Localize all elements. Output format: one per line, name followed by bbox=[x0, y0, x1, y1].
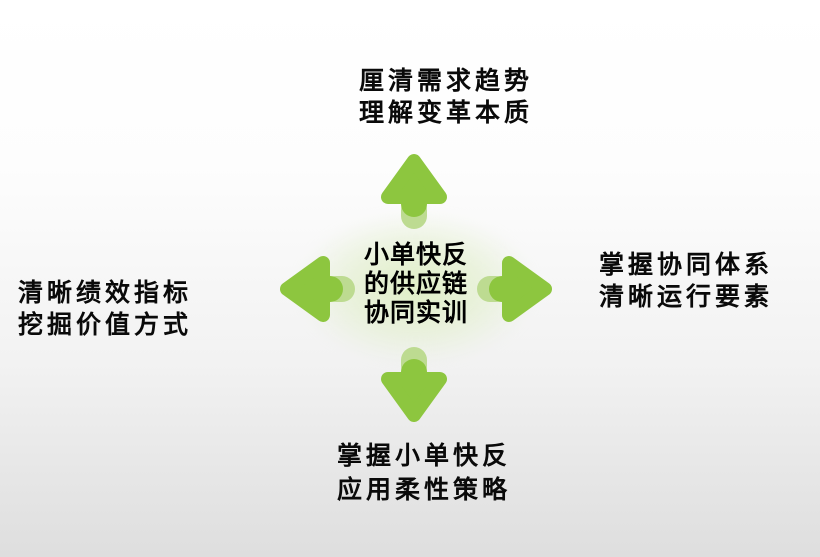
center-title: 小单快反 的供应链 协同实训 bbox=[316, 241, 516, 328]
center-title-line3: 协同实训 bbox=[363, 299, 468, 327]
label-top: 厘清需求趋势 理解变革本质 bbox=[285, 66, 607, 130]
center-title-line2: 的供应链 bbox=[363, 270, 468, 298]
label-right: 掌握协同体系 清晰运行要素 bbox=[596, 250, 776, 314]
label-bottom-line1: 掌握小单快反 bbox=[336, 443, 511, 470]
arrow-up-icon bbox=[375, 151, 453, 229]
label-top-line1: 厘清需求趋势 bbox=[358, 68, 533, 95]
arrow-right-icon bbox=[477, 250, 555, 328]
label-left-line2: 挖掘价值方式 bbox=[17, 312, 192, 339]
label-right-line2: 清晰运行要素 bbox=[598, 284, 773, 311]
label-left-line1: 清晰绩效指标 bbox=[17, 280, 192, 307]
label-bottom: 掌握小单快反 应用柔性策略 bbox=[263, 440, 585, 508]
center-title-line1: 小单快反 bbox=[363, 241, 468, 269]
label-left: 清晰绩效指标 挖掘价值方式 bbox=[14, 278, 196, 342]
arrow-left-icon bbox=[277, 250, 355, 328]
label-right-line1: 掌握协同体系 bbox=[598, 252, 773, 279]
label-bottom-line2: 应用柔性策略 bbox=[336, 477, 511, 504]
label-top-line2: 理解变革本质 bbox=[358, 100, 533, 127]
arrow-down-icon bbox=[375, 347, 453, 425]
